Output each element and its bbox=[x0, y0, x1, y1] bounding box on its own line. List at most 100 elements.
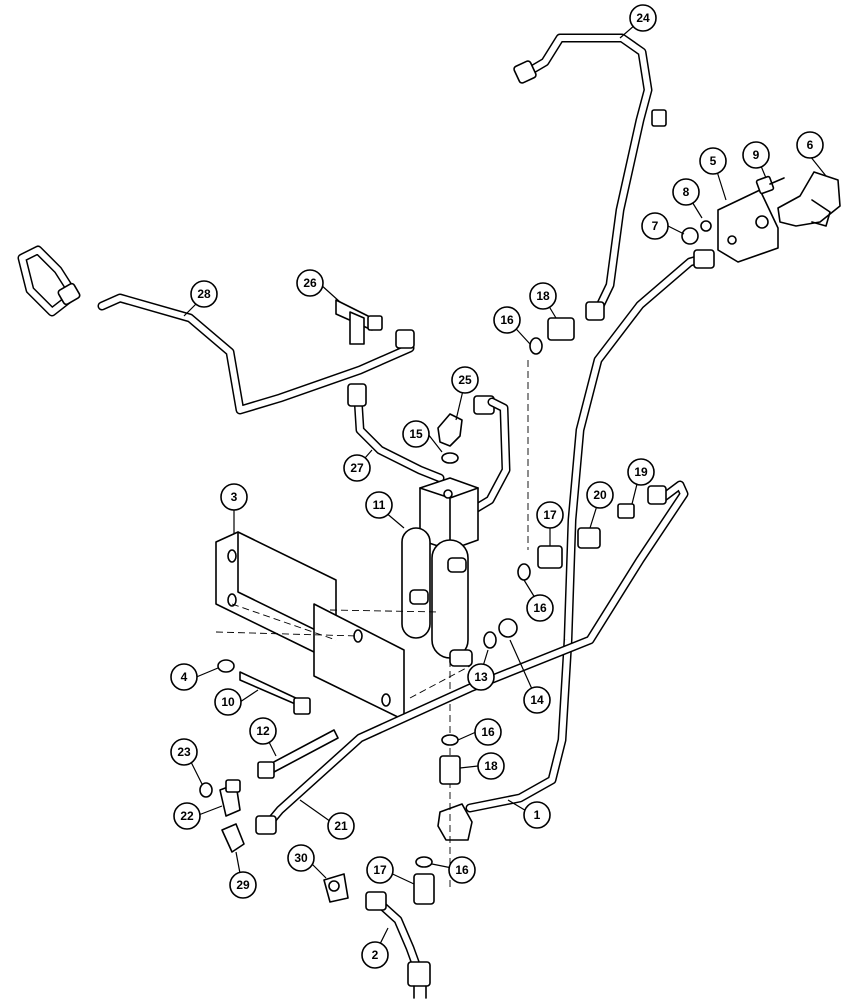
callout-18-top: 18 bbox=[529, 282, 557, 310]
nut-14 bbox=[498, 618, 518, 638]
adapter-17-top bbox=[537, 545, 563, 569]
callout-17-top: 17 bbox=[536, 501, 564, 529]
nut-8 bbox=[700, 220, 712, 232]
callout-4-label: 4 bbox=[181, 670, 188, 684]
callout-14: 14 bbox=[523, 686, 551, 714]
callout-13: 13 bbox=[467, 663, 495, 691]
callout-3: 3 bbox=[220, 483, 248, 511]
callout-30: 30 bbox=[287, 844, 315, 872]
tee-22 bbox=[219, 779, 241, 817]
callout-29: 29 bbox=[229, 871, 257, 899]
tube-28 bbox=[17, 245, 415, 415]
callout-5-label: 5 bbox=[710, 154, 717, 168]
callout-6: 6 bbox=[796, 131, 824, 159]
elbow-30 bbox=[323, 873, 349, 903]
adapter-18-top bbox=[547, 317, 575, 341]
callout-5: 5 bbox=[699, 147, 727, 175]
oring-16-right bbox=[517, 563, 531, 581]
callout-18-top-label: 18 bbox=[536, 289, 550, 303]
oring-13 bbox=[483, 631, 497, 649]
callout-12: 12 bbox=[249, 717, 277, 745]
callout-17-top-label: 17 bbox=[543, 508, 557, 522]
elbow-29 bbox=[221, 823, 245, 853]
callout-21: 21 bbox=[327, 812, 355, 840]
bracket-3 bbox=[215, 531, 405, 721]
tube-21 bbox=[255, 480, 689, 835]
callout-13-label: 13 bbox=[474, 670, 488, 684]
callout-2-label: 2 bbox=[372, 948, 379, 962]
callout-27-label: 27 bbox=[350, 461, 364, 475]
oring-16-lower bbox=[441, 734, 459, 746]
callout-26-label: 26 bbox=[303, 276, 317, 290]
washer-4 bbox=[217, 659, 235, 673]
callout-14-label: 14 bbox=[530, 693, 544, 707]
callout-29-label: 29 bbox=[236, 878, 250, 892]
callout-15-label: 15 bbox=[409, 427, 423, 441]
callout-4: 4 bbox=[170, 663, 198, 691]
callout-16-bottom-label: 16 bbox=[455, 863, 469, 877]
callout-12-label: 12 bbox=[256, 724, 270, 738]
callout-28-label: 28 bbox=[197, 287, 211, 301]
callout-30-label: 30 bbox=[294, 851, 308, 865]
callout-20-label: 20 bbox=[593, 488, 607, 502]
callout-26: 26 bbox=[296, 269, 324, 297]
callout-1-label: 1 bbox=[534, 808, 541, 822]
callout-18-lower: 18 bbox=[477, 752, 505, 780]
callout-28: 28 bbox=[190, 280, 218, 308]
callout-16-right: 16 bbox=[526, 594, 554, 622]
callout-22: 22 bbox=[173, 802, 201, 830]
callout-23: 23 bbox=[170, 738, 198, 766]
callout-3-label: 3 bbox=[231, 490, 238, 504]
callout-21-label: 21 bbox=[334, 819, 348, 833]
callout-10: 10 bbox=[214, 688, 242, 716]
callout-10-label: 10 bbox=[221, 695, 235, 709]
callout-24: 24 bbox=[629, 4, 657, 32]
fitting-19 bbox=[617, 503, 635, 519]
tube-1 bbox=[437, 249, 715, 841]
callout-16-lower-label: 16 bbox=[481, 725, 495, 739]
callout-24-label: 24 bbox=[636, 11, 650, 25]
fitting-20 bbox=[577, 527, 601, 549]
callout-9-label: 9 bbox=[753, 148, 760, 162]
bolt-10 bbox=[239, 671, 311, 715]
callout-16-right-label: 16 bbox=[533, 601, 547, 615]
callout-22-label: 22 bbox=[180, 809, 194, 823]
callout-15: 15 bbox=[402, 420, 430, 448]
callout-19-label: 19 bbox=[634, 465, 648, 479]
callout-18-lower-label: 18 bbox=[484, 759, 498, 773]
callout-8-label: 8 bbox=[683, 185, 690, 199]
callout-17-lower: 17 bbox=[366, 856, 394, 884]
callout-16-top: 16 bbox=[493, 306, 521, 334]
coupling-6 bbox=[777, 171, 841, 227]
callout-16-bottom: 16 bbox=[448, 856, 476, 884]
valve-block-11 bbox=[401, 477, 479, 667]
callout-25-label: 25 bbox=[458, 373, 472, 387]
tee-26 bbox=[335, 299, 383, 345]
tube-27 bbox=[347, 383, 445, 483]
callout-8: 8 bbox=[672, 178, 700, 206]
bolt-9 bbox=[755, 175, 785, 195]
callout-9: 9 bbox=[742, 141, 770, 169]
bolt-12 bbox=[257, 729, 339, 779]
callout-2: 2 bbox=[361, 941, 389, 969]
callout-17-lower-label: 17 bbox=[373, 863, 387, 877]
callout-11: 11 bbox=[365, 491, 393, 519]
tube-24 bbox=[513, 33, 667, 321]
callout-7-label: 7 bbox=[652, 219, 659, 233]
callout-1: 1 bbox=[523, 801, 551, 829]
adapter-18-lower bbox=[439, 755, 461, 785]
adapter-17-lower bbox=[413, 873, 435, 905]
callout-11-label: 11 bbox=[373, 498, 386, 512]
callout-23-label: 23 bbox=[177, 745, 191, 759]
callout-19: 19 bbox=[627, 458, 655, 486]
callout-6-label: 6 bbox=[807, 138, 814, 152]
oring-16-bottom bbox=[415, 856, 433, 868]
elbow-25 bbox=[437, 395, 511, 517]
callout-16-lower: 16 bbox=[474, 718, 502, 746]
callout-20: 20 bbox=[586, 481, 614, 509]
callout-27: 27 bbox=[343, 454, 371, 482]
callout-7: 7 bbox=[641, 212, 669, 240]
callout-25: 25 bbox=[451, 366, 479, 394]
tube-2 bbox=[365, 891, 431, 999]
